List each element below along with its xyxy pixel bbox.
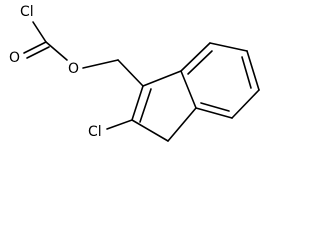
bond-c3-c3a — [142, 70, 182, 87]
bond-c4-c5 — [209, 42, 248, 52]
bond-c-cl-acyl — [32, 21, 47, 43]
bond-c-o-carbonyl-2 — [26, 46, 50, 59]
atom-cl-acyl: Cl — [20, 4, 34, 20]
chemical-structure-diagram: Cl O O Cl — [9, 4, 260, 142]
bond-c3-c2 — [131, 85, 144, 121]
bond-c7-c7a — [195, 107, 233, 119]
bond-o-ch2 — [82, 59, 119, 69]
bond-c1-c7a — [167, 107, 197, 142]
atom-o-ester: O — [68, 61, 79, 77]
bond-c3a-c4 — [180, 42, 211, 72]
bond-c3a-c4-inner — [187, 50, 213, 75]
bond-c3-c2-double — [139, 88, 152, 123]
bond-c6-c7 — [231, 89, 260, 119]
bond-ch2-c3 — [117, 59, 144, 87]
bond-c-o-ester — [45, 41, 68, 61]
atom-o-carbonyl: O — [9, 50, 20, 66]
bond-c5-c6-inner — [241, 56, 252, 89]
atom-cl-ring: Cl — [88, 124, 102, 140]
bond-c7a-c3a — [180, 70, 197, 109]
bond-c5-c6 — [246, 50, 260, 91]
bond-c7-c7a-inner — [200, 102, 230, 112]
bond-c2-cl-ring — [106, 119, 133, 130]
bond-c-o-carbonyl-1 — [23, 41, 47, 54]
bond-c2-c1 — [131, 119, 169, 142]
